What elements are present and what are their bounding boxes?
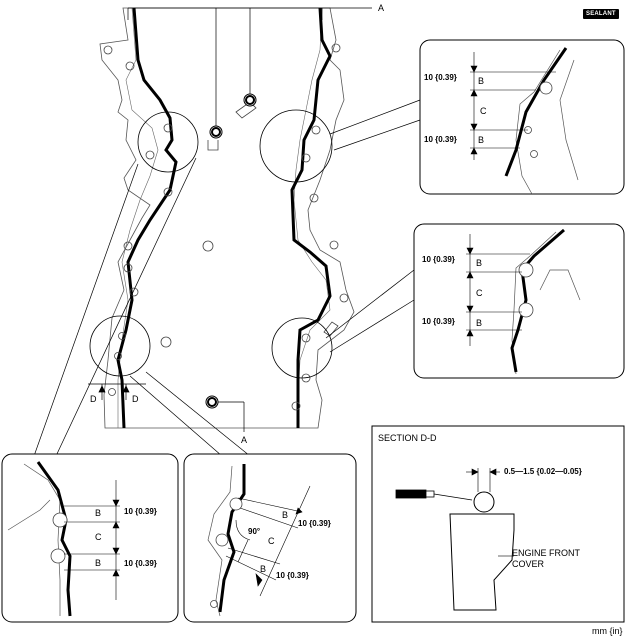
bolt-holes [103,43,349,411]
bl-label-B-bottom: B [95,558,101,568]
cover-inner-outline-right [293,7,331,428]
tr-dim-bottom: 10 {0.39} [424,135,457,144]
detail-circles [89,109,333,379]
detail-panel-bottom-middle: B 10 {0.39} 90° C B 10 {0.39} [183,453,357,623]
mr-label-B-bottom: B [476,318,482,328]
detail-panel-bottom-left: B 10 {0.39} C B 10 {0.39} [1,453,179,623]
detail-panel-middle-right: 10 {0.39} B C 10 {0.39} B [413,223,625,379]
bl-dim-bottom: 10 {0.39} [124,559,157,568]
tr-dim-top: 10 {0.39} [424,73,457,82]
unit-note: mm {in} [592,626,623,636]
mr-dim-top: 10 {0.39} [422,255,455,264]
bl-label-C: C [95,532,102,542]
marker-plugs [205,93,257,409]
cover-outline [99,7,355,429]
gap-dim: 0.5—1.5 {0.02—0.05} [504,467,582,476]
bl-label-B-top: B [95,508,101,518]
detail-panel-top-right: 10 {0.39} B C 10 {0.39} B [419,39,625,195]
tr-label-C: C [480,106,487,116]
sealant-bead-right [290,7,332,428]
leader-A-bottom [218,401,245,432]
engine-front-cover-view: A A D D [33,3,421,457]
bm-label-B-bottom: B [260,564,266,574]
sealant-bead-left [116,7,178,429]
engine-cover-label-1: ENGINE FRONT [512,548,581,558]
mr-label-C: C [476,288,483,298]
mr-label-B-top: B [476,258,482,268]
sealant-icon-top: SEALANT [583,9,619,19]
leader-A-top [127,7,372,126]
label-D-left: D [90,394,97,404]
callout-lines [33,99,421,457]
cover-inner-outline [117,7,159,428]
bm-angle: 90° [248,527,260,536]
bm-label-C: C [268,536,275,546]
section-dd-panel: SECTION D-D 0.5—1.5 {0.02—0.05} ENGINE F… [371,425,625,623]
mr-dim-bottom: 10 {0.39} [422,317,455,326]
tr-label-B-top: B [478,76,484,86]
section-title: SECTION D-D [378,433,437,443]
sealant-label-top: SEALANT [586,11,616,17]
label-D-right: D [132,394,139,404]
label-A-top: A [378,3,384,13]
bm-label-B-top: B [282,510,288,520]
engine-cover-label-2: COVER [512,559,545,569]
bm-dim-bottom: 10 {0.39} [276,571,309,580]
section-D-marker [88,383,146,400]
tr-label-B-bottom: B [478,135,484,145]
bl-dim-top: 10 {0.39} [124,507,157,516]
bm-dim-top: 10 {0.39} [298,519,331,528]
label-A-bottom: A [241,435,247,445]
